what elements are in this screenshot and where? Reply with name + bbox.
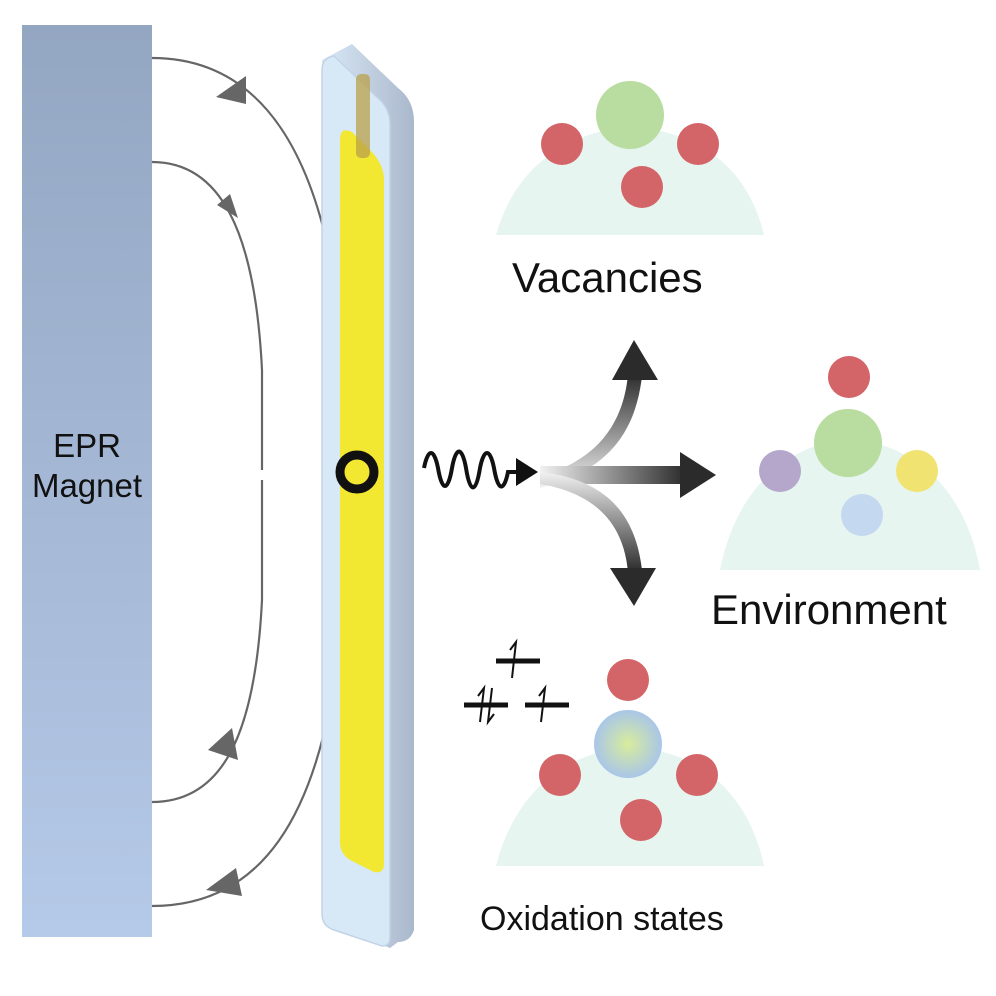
oxidation-states-label: Oxidation states (480, 900, 724, 938)
ox-red-atom-left (539, 754, 581, 796)
ox-center-atom (594, 710, 662, 778)
spin-pair-arrow-down (486, 687, 495, 726)
sample-slot (356, 74, 370, 158)
epr-magnet-label: EPR Magnet (22, 426, 152, 506)
spin-up-arrow-top (509, 638, 518, 679)
ox-red-atom-bottom (620, 799, 662, 841)
env-red-atom (828, 356, 870, 398)
spin-pair-arrow-up (477, 684, 486, 723)
epr-magnet-label-line2: Magnet (31, 467, 143, 504)
branch-arrowhead-up (612, 340, 658, 380)
branch-arrow-down (540, 472, 642, 572)
branch-arrowhead-down (610, 568, 656, 606)
oxidation-cluster (496, 659, 764, 866)
ox-red-atom-top (607, 659, 649, 701)
env-yellow-atom (896, 450, 938, 492)
sample-holder (321, 44, 414, 948)
ox-red-atom-right (676, 754, 718, 796)
env-center-atom (814, 409, 882, 477)
field-arrowheads (206, 76, 246, 896)
vacancy-red-atom-left (541, 123, 583, 165)
vacancy-center-atom (596, 81, 664, 149)
field-arrow-2 (217, 194, 238, 218)
orbital-diagram (464, 638, 569, 726)
branch-arrowhead-right (680, 452, 716, 498)
sample-strip (340, 130, 384, 873)
field-arrow-4 (206, 868, 242, 896)
field-lines (151, 56, 342, 908)
microwave-arrowhead (516, 458, 538, 486)
env-purple-atom (759, 450, 801, 492)
vacancies-label: Vacancies (512, 254, 703, 301)
branch-arrow-right (540, 466, 686, 484)
field-arrow-3 (208, 728, 238, 760)
microwave-wave (422, 449, 520, 490)
epr-spot-ring (335, 450, 379, 494)
vacancies-cluster (496, 81, 764, 235)
env-blue-atom (841, 494, 883, 536)
branch-arrows (540, 340, 716, 606)
field-arrow-1 (216, 76, 246, 104)
environment-label: Environment (711, 586, 947, 633)
vacancy-red-atom-bottom (621, 166, 663, 208)
spin-up-arrow-right (538, 684, 547, 723)
field-line-inner-bottom (151, 480, 264, 804)
vacancy-red-atom-right (677, 123, 719, 165)
field-line-outer-bottom (151, 639, 342, 908)
epr-magnet-label-line1: EPR (53, 427, 121, 464)
epr-magnet (22, 25, 152, 937)
field-line-inner-top (151, 160, 264, 470)
environment-cluster (720, 356, 980, 570)
